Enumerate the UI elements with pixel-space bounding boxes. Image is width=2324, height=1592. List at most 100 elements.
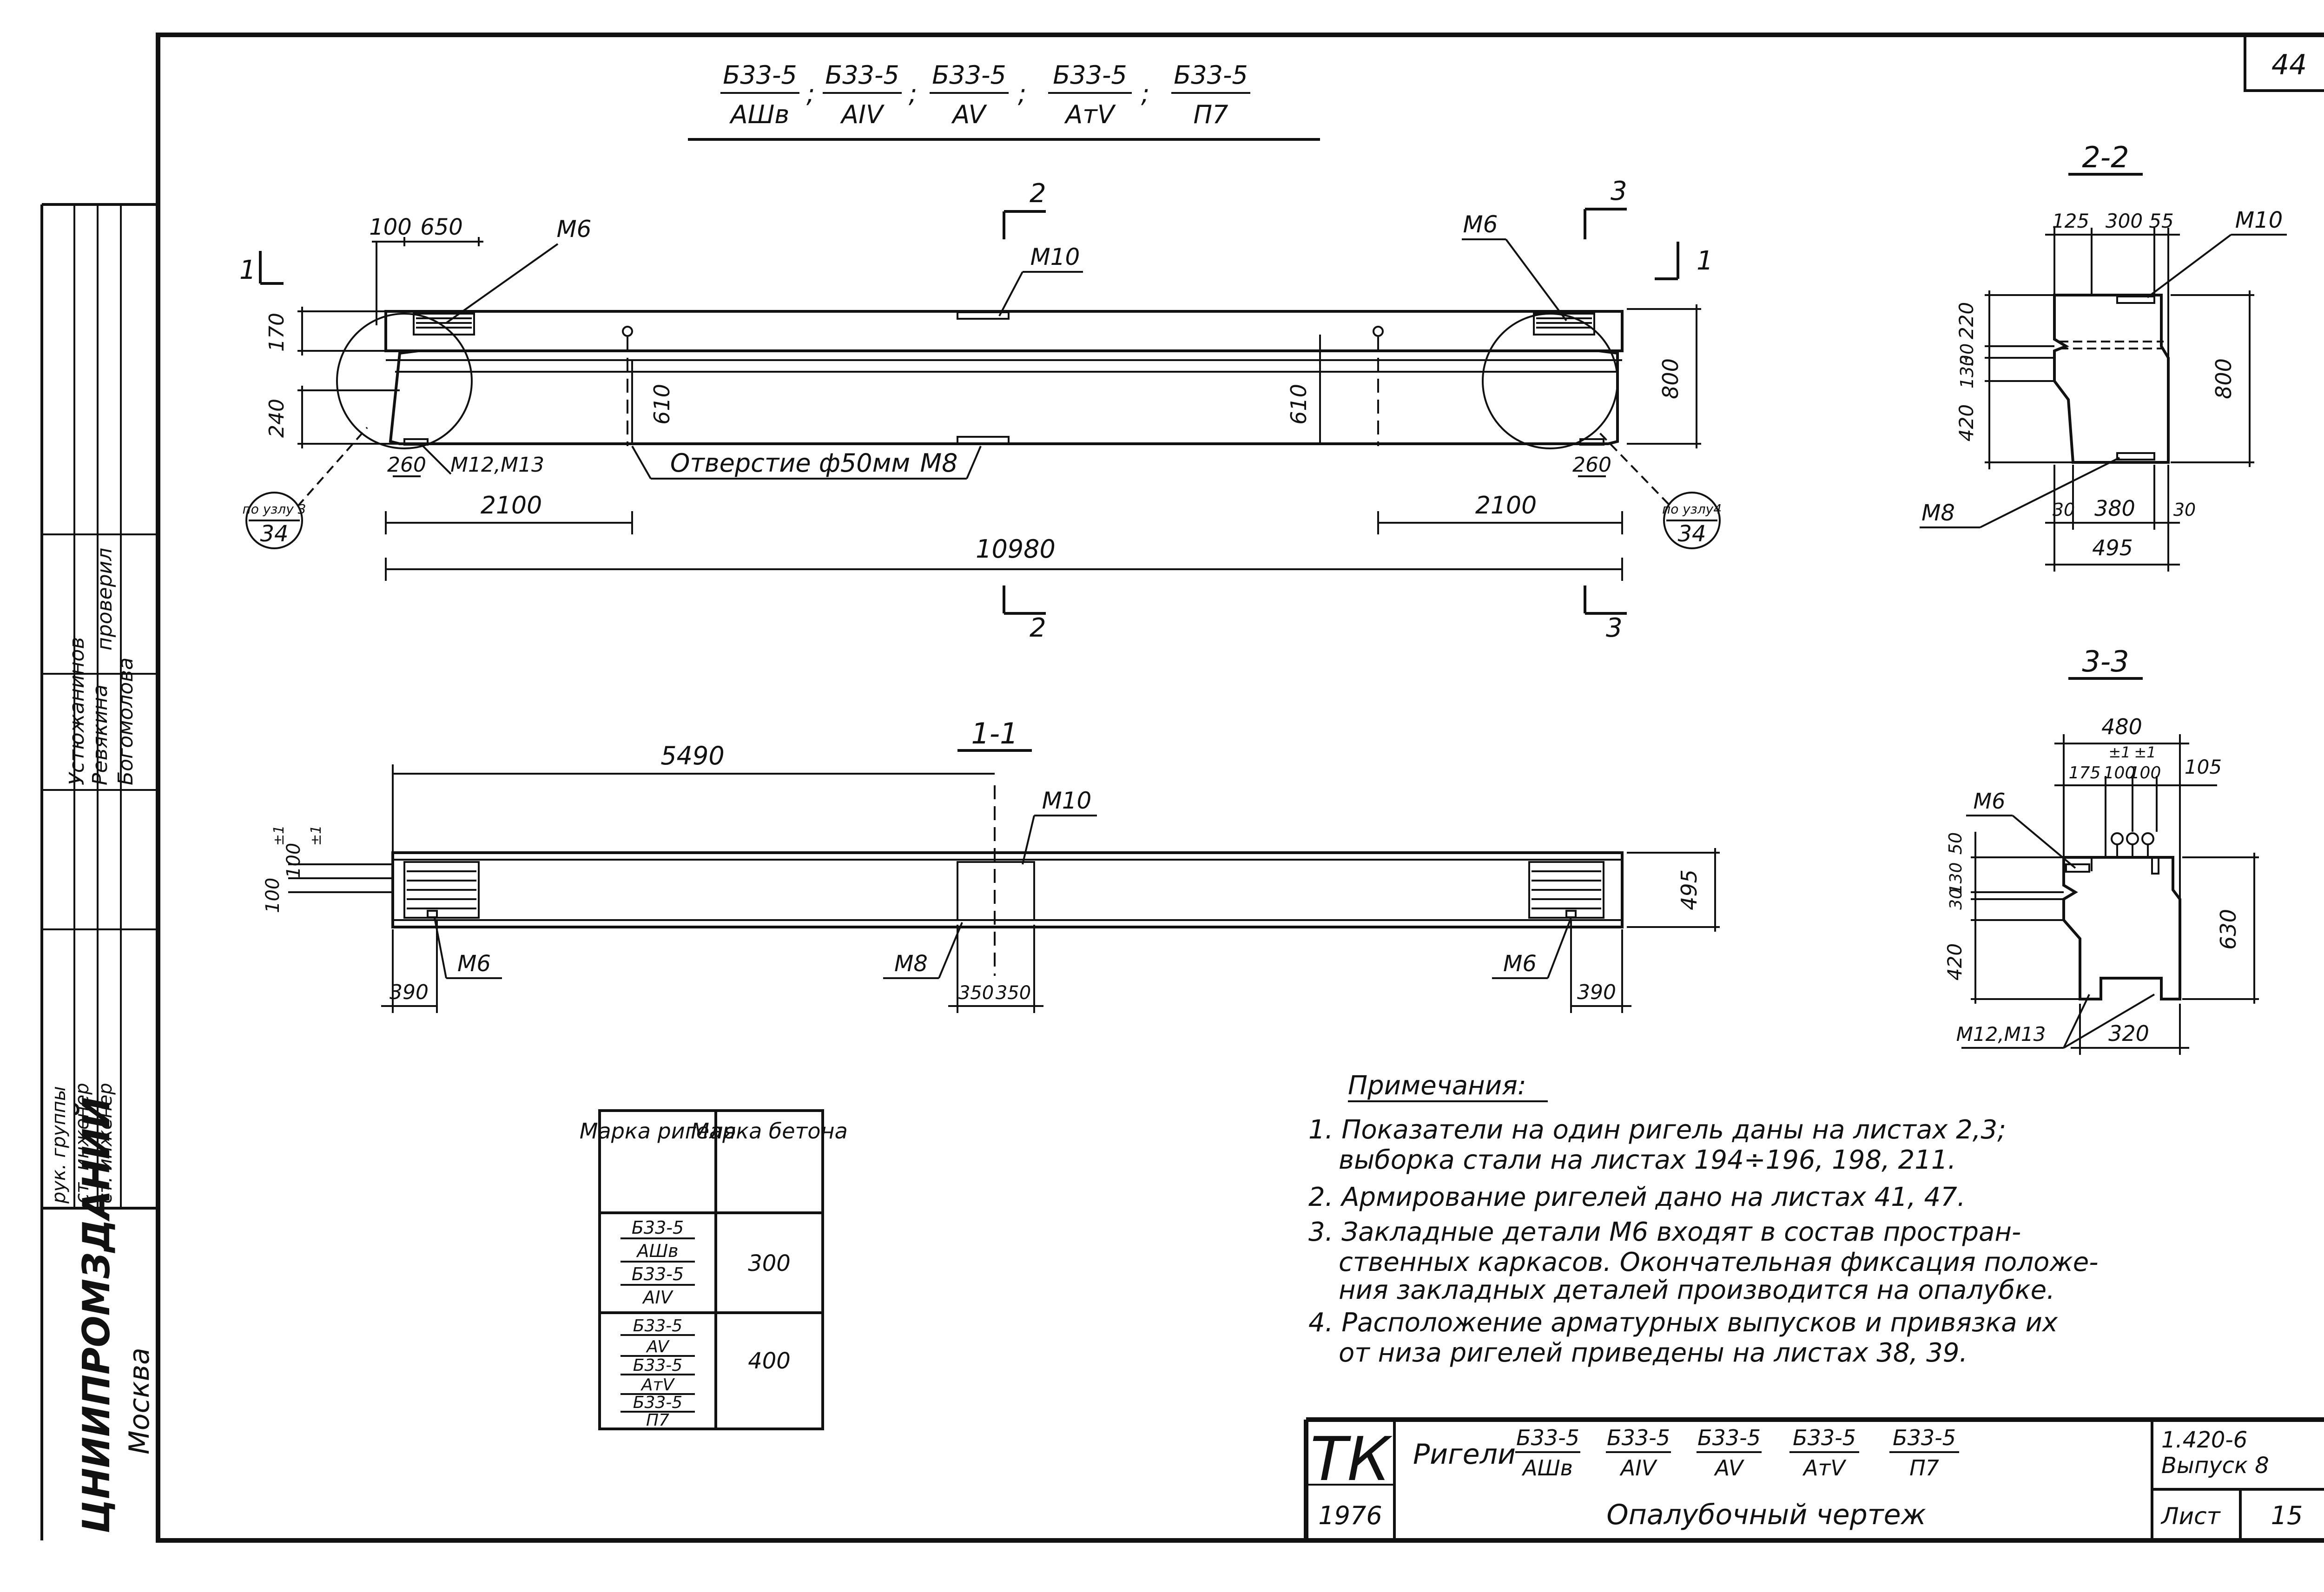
svg-text:Б33-5: Б33-5: [633, 1356, 682, 1375]
svg-text:3: 3: [1611, 176, 1627, 206]
svg-text:П7: П7: [1909, 1455, 1939, 1480]
svg-text:М6: М6: [457, 951, 491, 977]
svg-text:AV: AV: [646, 1337, 670, 1356]
svg-text:630: 630: [2216, 909, 2241, 950]
svg-text:Лист: Лист: [2160, 1503, 2221, 1530]
svg-text:Богомолова: Богомолова: [114, 658, 138, 785]
svg-text:ТК: ТК: [1310, 1424, 1393, 1494]
svg-text:170: 170: [265, 313, 289, 352]
svg-text:130: 130: [1947, 862, 1966, 895]
svg-text:390: 390: [390, 980, 429, 1004]
svg-text:100: 100: [2104, 763, 2136, 783]
svg-text:AIV: AIV: [840, 100, 885, 129]
note-line: ния закладных деталей производится на оп…: [1339, 1275, 2055, 1305]
svg-text:М10: М10: [1030, 243, 1080, 270]
title-marks: Б33-5 AШв ; Б33-5 AIV ; Б33-5 AV ; Б33-5…: [688, 60, 1320, 141]
note-line: 1. Показатели на один ригель даны на лис…: [1308, 1115, 2006, 1145]
svg-text:800: 800: [1658, 358, 1683, 399]
plan-outline: [391, 851, 1624, 928]
svg-text:130: 130: [1957, 355, 1977, 389]
svg-text:М6: М6: [1974, 789, 2006, 814]
svg-text:по узлу4: по узлу4: [1662, 501, 1722, 517]
note-line: от низа ригелей приведены на листах 38, …: [1339, 1338, 1967, 1368]
svg-text:100: 100: [283, 843, 304, 878]
sheet-no: 15: [2271, 1501, 2303, 1530]
svg-text:М12,М13: М12,М13: [1956, 1023, 2046, 1046]
svg-text:Примечания:: Примечания:: [1348, 1071, 1526, 1101]
svg-text:±1: ±1: [2134, 743, 2156, 761]
svg-text:100: 100: [369, 214, 412, 240]
node-4-bubble: [1663, 492, 1721, 549]
svg-text:П7: П7: [646, 1411, 669, 1430]
svg-text:;: ;: [909, 79, 917, 108]
title-block: ТК 1976 Ригели Б33-5 AШв Б33-5 AIV Б33-5…: [1304, 1417, 2324, 1540]
note-line: 3. Закладные детали М6 входят в состав п…: [1308, 1217, 2021, 1247]
svg-text:М8: М8: [920, 448, 958, 478]
svg-text:1976: 1976: [1318, 1501, 1382, 1530]
svg-text:Б33-5: Б33-5: [1174, 60, 1248, 90]
svg-text:;: ;: [1141, 79, 1149, 108]
svg-text:М8: М8: [1921, 500, 1955, 526]
svg-text:AШв: AШв: [1521, 1455, 1573, 1480]
plan-plates-left: [403, 861, 480, 919]
section-2-2-outline: [2053, 294, 2170, 464]
table-group-2: Б33-5 AV Б33-5 AтV Б33-5 П7 400: [621, 1316, 791, 1430]
svg-text:Устюжанинов: Устюжанинов: [65, 637, 89, 785]
svg-text:по узлу 3: по узлу 3: [243, 501, 306, 517]
hole-left: [622, 326, 633, 337]
svg-text:30: 30: [1947, 888, 1966, 910]
section-2-2: 2-2 125 300 55 М10 220 30 130 420 800: [1920, 140, 2287, 572]
svg-text:±1: ±1: [308, 825, 324, 846]
sheet-number-box: [2244, 33, 2324, 92]
svg-text:AШв: AШв: [729, 100, 790, 129]
note-line: 4. Расположение арматурных выпусков и пр…: [1308, 1308, 2058, 1338]
svg-text:Б33-5: Б33-5: [1607, 1425, 1670, 1450]
svg-text:Б33-5: Б33-5: [1516, 1425, 1579, 1450]
note-line: ственных каркасов. Окончательная фиксаци…: [1339, 1247, 2098, 1277]
svg-text:Б33-5: Б33-5: [632, 1217, 684, 1238]
svg-text:±1: ±1: [2108, 743, 2130, 761]
svg-text:Б33-5: Б33-5: [632, 1264, 684, 1284]
svg-text:420: 420: [1955, 404, 1978, 441]
svg-text:495: 495: [2092, 535, 2133, 560]
svg-text:610: 610: [649, 384, 674, 425]
svg-text:240: 240: [265, 399, 289, 438]
svg-text:Ревякина: Ревякина: [88, 684, 112, 785]
svg-text:105: 105: [2185, 756, 2222, 778]
sheet-number: 44: [2271, 49, 2307, 81]
svg-text:350: 350: [996, 982, 1031, 1004]
svg-text:390: 390: [1577, 980, 1616, 1004]
svg-text:Марка ригеля: Марка ригеля: [580, 1118, 736, 1144]
svg-text:±1: ±1: [271, 825, 287, 846]
svg-text:100: 100: [262, 878, 284, 913]
svg-text:10980: 10980: [976, 534, 1056, 564]
plate-m6-right: [1533, 313, 1595, 336]
title-mark-1: Б33-5 AШв ;: [720, 60, 815, 129]
svg-text:Б33-5: Б33-5: [1053, 60, 1127, 90]
svg-text:30: 30: [1957, 343, 1977, 366]
svg-text:320: 320: [2108, 1021, 2149, 1046]
svg-text:5490: 5490: [660, 741, 724, 770]
svg-text:AIV: AIV: [1619, 1455, 1658, 1480]
svg-text:проверил: проверил: [93, 548, 117, 651]
svg-text:М12,М13: М12,М13: [450, 453, 544, 477]
svg-text:Марка бетона: Марка бетона: [691, 1118, 848, 1144]
svg-text:М6: М6: [1503, 951, 1537, 977]
beam-top-slab: [384, 310, 1624, 352]
notes: Примечания: 1. Показатели на один ригель…: [1308, 1071, 2098, 1368]
beam-elevation: 100 650 М6 170 240 610 610 800 260 М12,М…: [239, 176, 1722, 643]
svg-text:2-2: 2-2: [2082, 140, 2129, 174]
section-3-3: 3-3 480 175 100 100 ±1 ±1 105 М6: [1943, 645, 2259, 1055]
svg-text:ст. инженер: ст. инженер: [72, 1083, 93, 1204]
svg-text:610: 610: [1286, 384, 1311, 425]
svg-text:480: 480: [2101, 714, 2142, 739]
svg-text:1: 1: [239, 255, 256, 285]
svg-text:Выпуск 8: Выпуск 8: [2161, 1453, 2269, 1479]
node-4-circle: [1482, 313, 1618, 449]
svg-text:AШв: AШв: [635, 1241, 678, 1261]
svg-text:;: ;: [1018, 79, 1026, 108]
plate-m6-left: [413, 313, 475, 336]
svg-text:ст. инженер: ст. инженер: [95, 1083, 116, 1204]
svg-text:400: 400: [748, 1348, 791, 1374]
svg-text:800: 800: [2211, 358, 2236, 399]
